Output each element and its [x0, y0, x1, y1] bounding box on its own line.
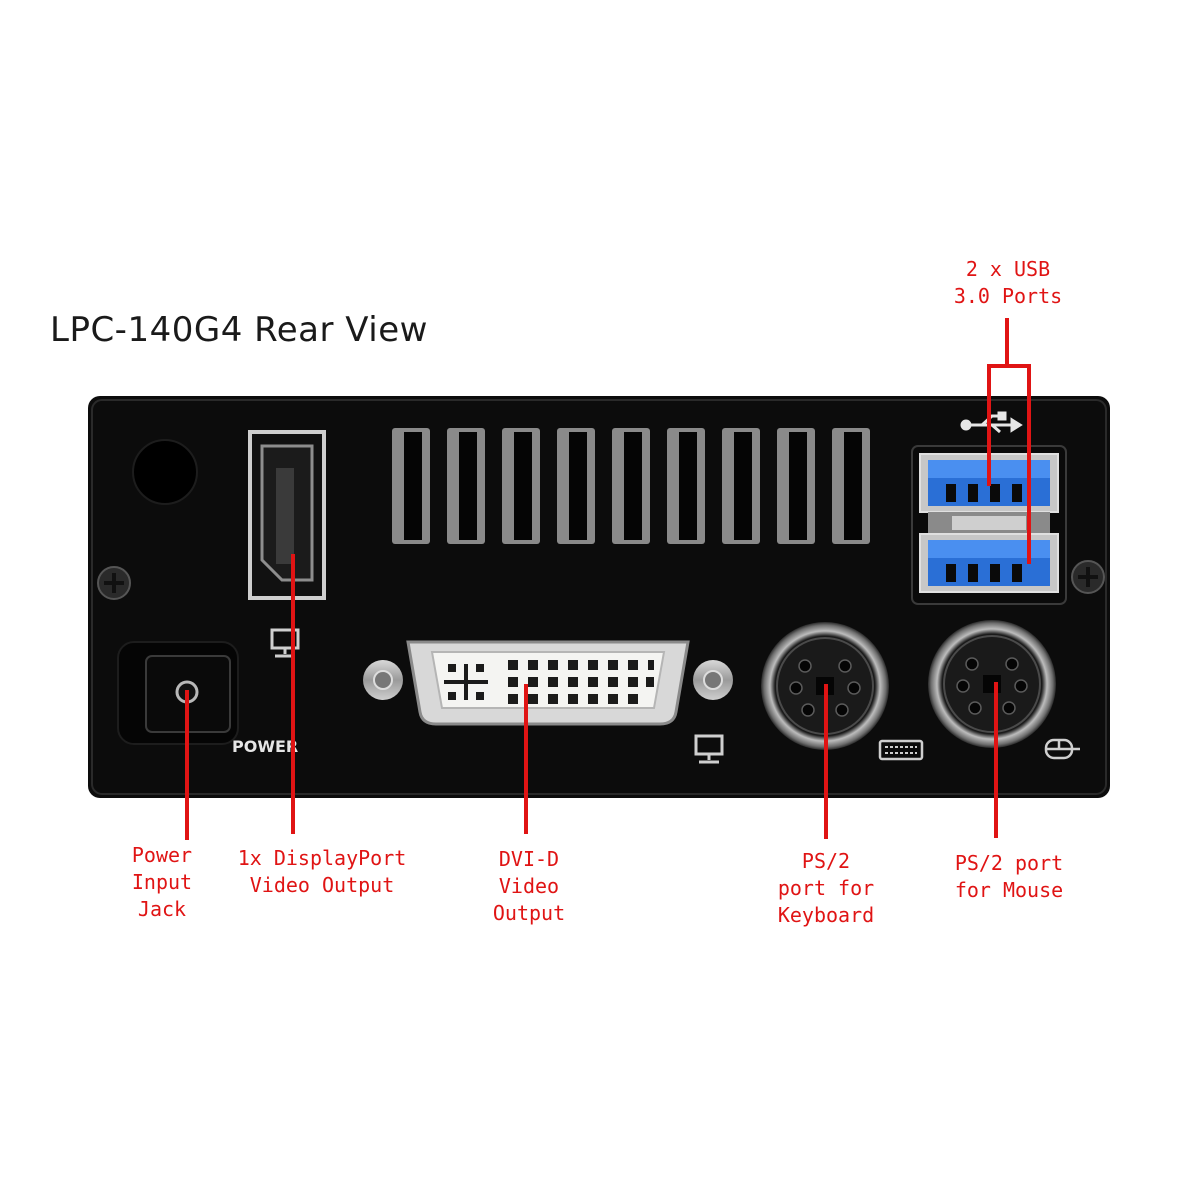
usb-callout-line-lower — [1027, 364, 1031, 564]
page-title: LPC-140G4 Rear View — [50, 310, 428, 350]
ps2-keyboard-callout-line — [824, 684, 828, 839]
keyboard-icon — [878, 739, 924, 761]
usb-callout-line-upper — [987, 364, 991, 486]
dvi-callout-line — [524, 684, 528, 834]
displayport-port — [248, 430, 326, 600]
ps2-keyboard-callout: PS/2 port for Keyboard — [777, 849, 875, 927]
usb-icon — [960, 411, 1023, 434]
displayport-callout: 1x DisplayPort Video Output — [237, 846, 407, 897]
screw-right — [1071, 560, 1105, 594]
monitor-icon — [694, 734, 724, 764]
power-callout-line — [185, 690, 189, 840]
screw-left — [97, 566, 131, 600]
mouse-icon — [1044, 738, 1080, 760]
power-jack — [117, 641, 239, 745]
vent-slots — [392, 428, 870, 544]
usb-callout: 2 x USB 3.0 Ports — [953, 257, 1063, 308]
usb-callout-line — [1005, 318, 1009, 366]
usb-callout-bracket — [987, 364, 1031, 368]
displayport-callout-line — [291, 554, 295, 834]
dvi-d-port — [363, 640, 733, 726]
dvi-callout: DVI-D Video Output — [492, 847, 566, 925]
ps2-mouse-callout-line — [994, 682, 998, 838]
power-panel-label: POWER — [232, 737, 298, 756]
power-callout: Power Input Jack — [131, 843, 193, 921]
mount-hole — [132, 439, 198, 505]
ps2-mouse-callout: PS/2 port for Mouse — [954, 851, 1064, 902]
ps2-mouse-port — [928, 620, 1056, 748]
